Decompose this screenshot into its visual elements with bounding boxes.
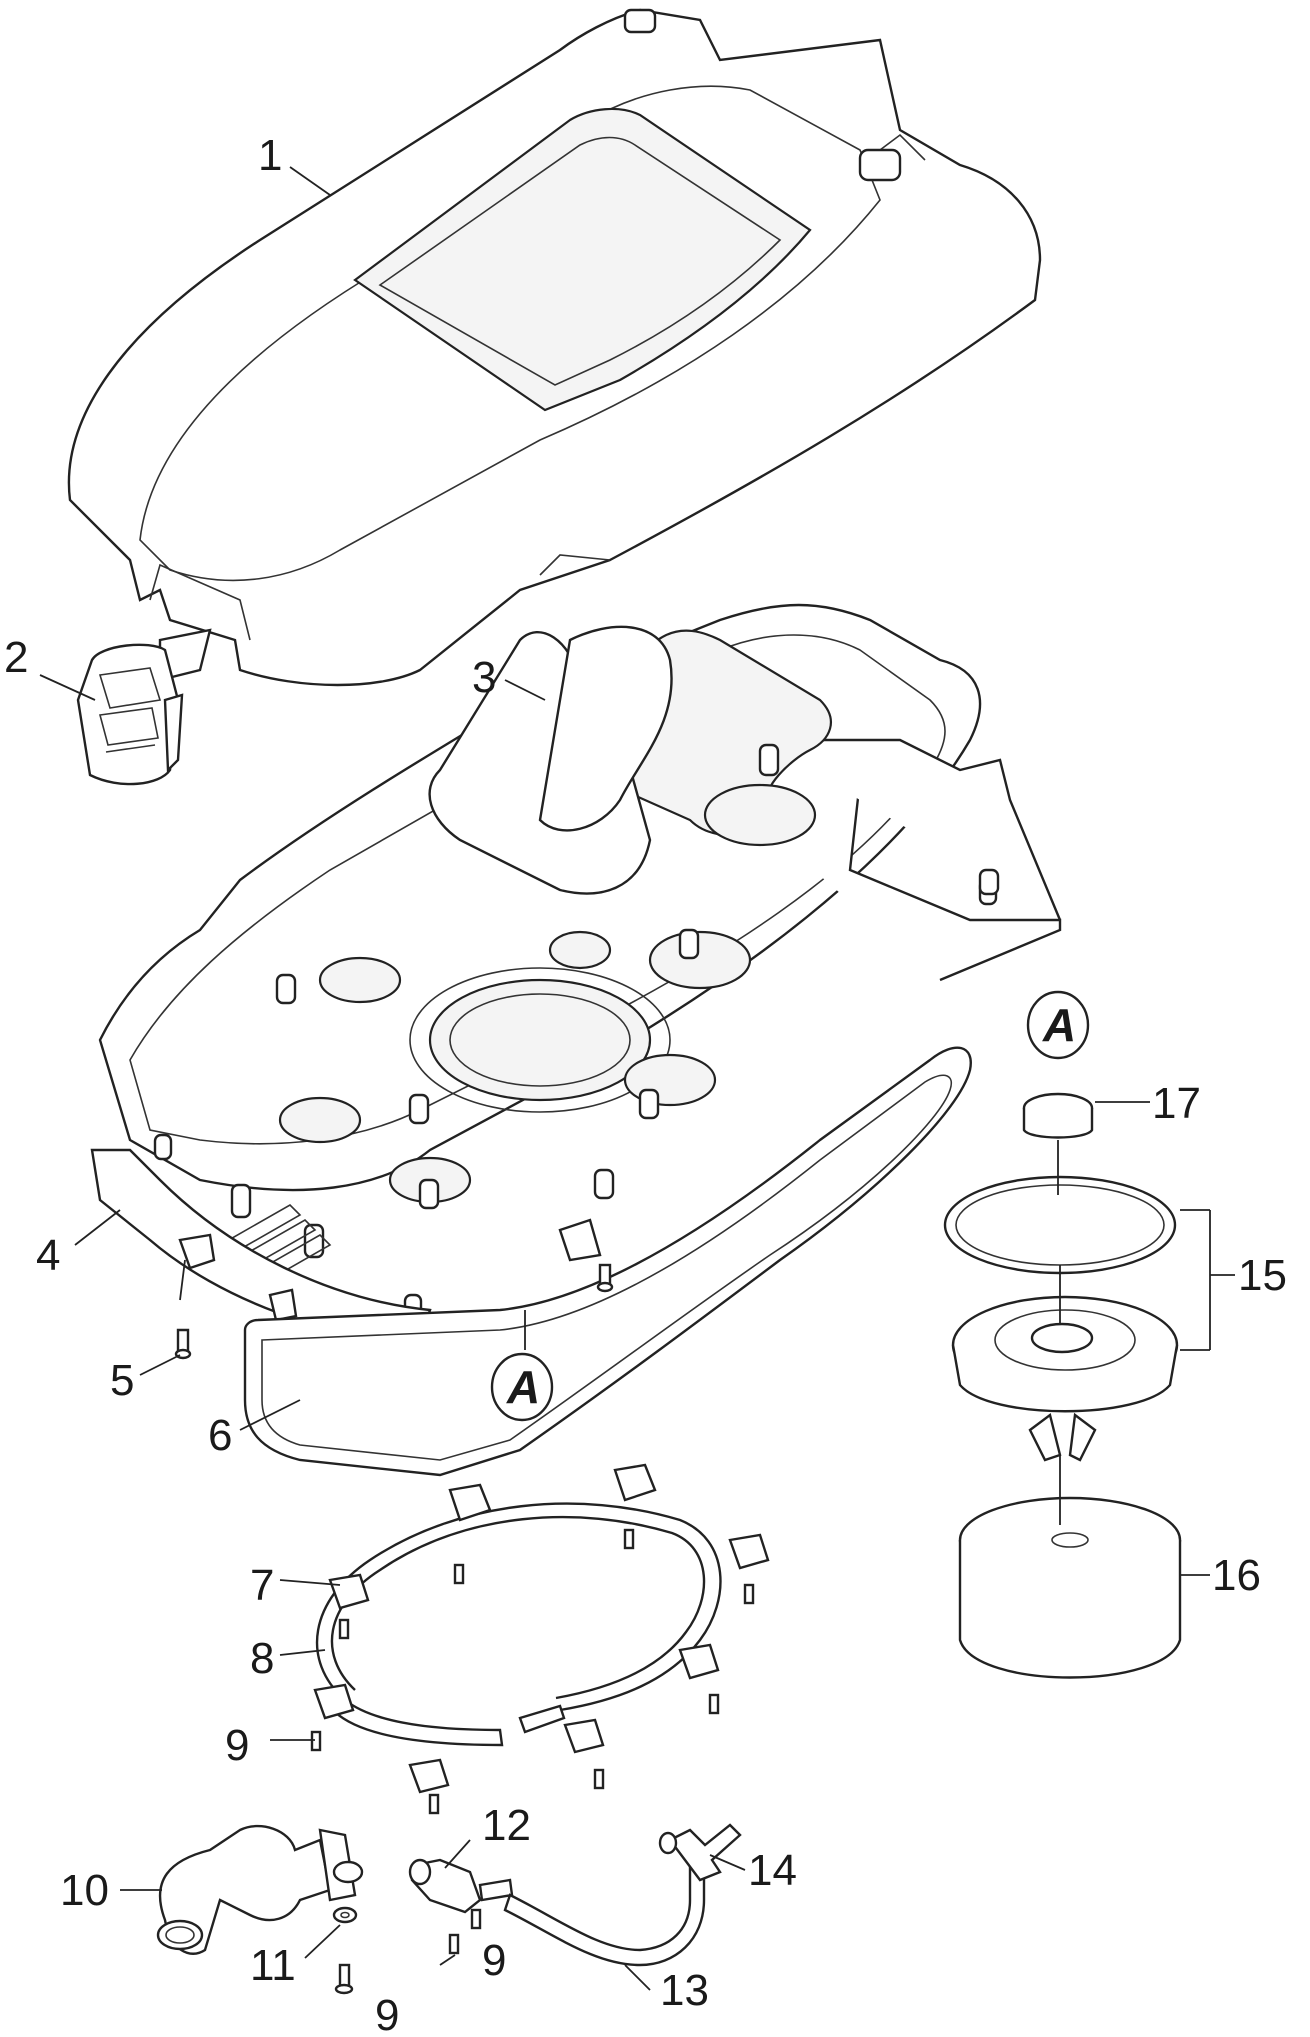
base-plate [98, 603, 1062, 1321]
callout-15: 15 [1238, 1251, 1287, 1300]
callout-13: 13 [660, 1966, 709, 2015]
callout-9c: 9 [375, 1991, 399, 2037]
elbow-connector [156, 1824, 364, 1955]
callout-3: 3 [472, 653, 496, 702]
hose-ring [315, 1502, 722, 1747]
washer-11 [332, 1906, 358, 1924]
callout-10: 10 [60, 1866, 109, 1915]
nozzle-fitting [408, 1858, 514, 1955]
callout-4: 4 [36, 1231, 60, 1280]
foam-filter [958, 1496, 1182, 1679]
detail-marker-a-upper: A [1026, 990, 1090, 1060]
hose-clips [313, 1463, 770, 1794]
filter-ring [943, 1175, 1177, 1275]
bumper-strip [90, 1148, 602, 1342]
t-connector [658, 1823, 742, 1882]
callout-6: 6 [208, 1411, 232, 1460]
screws-9 [310, 1528, 755, 1815]
callout-11: 11 [250, 1941, 296, 1990]
leader-lines [39, 166, 1235, 1991]
svg-text:A: A [1042, 999, 1076, 1051]
callout-7: 7 [250, 1561, 274, 1610]
svg-text:A: A [506, 1361, 540, 1413]
callout-9b: 9 [482, 1936, 506, 1985]
callout-17: 17 [1152, 1079, 1201, 1128]
callouts: 1 2 3 4 5 6 7 8 9 9 9 10 11 12 13 14 15 … [4, 131, 1287, 2037]
latch-button [76, 628, 212, 786]
screw-5 [174, 1328, 192, 1360]
callout-8: 8 [250, 1634, 274, 1683]
gasket [243, 1046, 972, 1477]
cap-17 [1022, 1092, 1094, 1139]
filter-holder [951, 1295, 1179, 1462]
top-cover [67, 8, 1042, 687]
callout-5: 5 [110, 1356, 134, 1405]
callout-16: 16 [1212, 1551, 1261, 1600]
callout-9a: 9 [225, 1721, 249, 1770]
callout-2: 2 [4, 633, 28, 682]
detail-markers: A A [490, 990, 1090, 1422]
callout-12: 12 [482, 1801, 531, 1850]
callout-14: 14 [748, 1846, 797, 1895]
hose-13 [503, 1858, 706, 1967]
screw-9c [334, 1963, 354, 1995]
callout-1: 1 [258, 131, 282, 180]
detail-marker-a-lower: A [490, 1352, 554, 1422]
